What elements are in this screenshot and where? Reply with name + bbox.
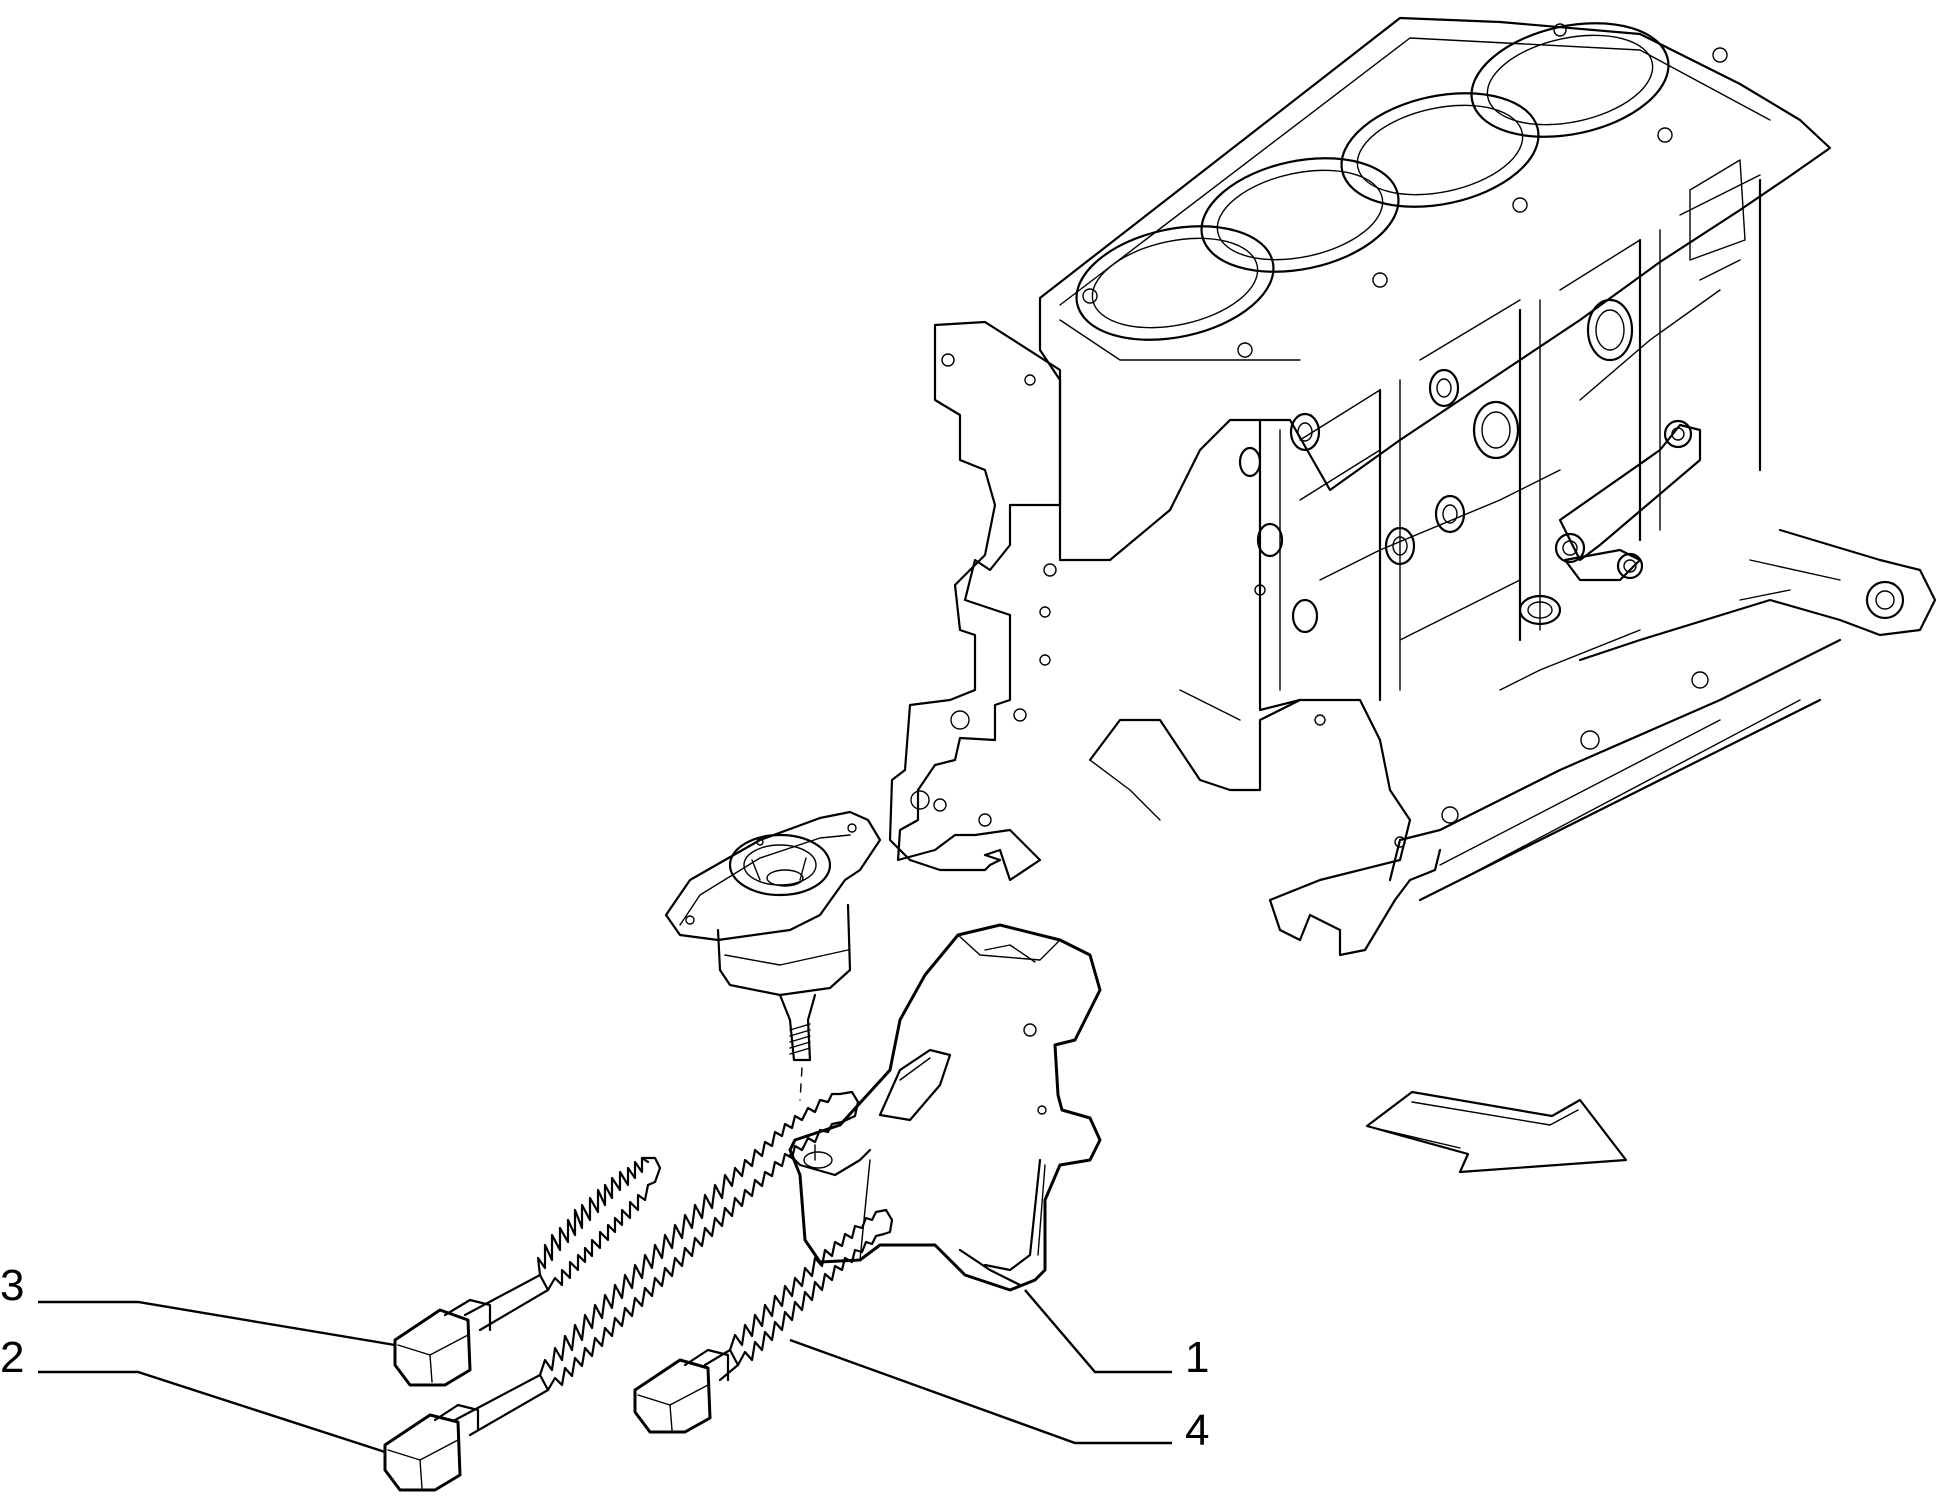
callout-3: 3 bbox=[0, 1261, 24, 1310]
callout-1: 1 bbox=[1185, 1333, 1209, 1382]
leader-lines bbox=[38, 1289, 1172, 1454]
part-4-bolt bbox=[633, 1208, 894, 1434]
part-1-mount-bracket bbox=[788, 923, 1102, 1292]
upper-mount-bushing bbox=[664, 810, 882, 1101]
callout-4: 4 bbox=[1185, 1406, 1209, 1455]
callout-labels: 3 2 1 4 bbox=[0, 1261, 1209, 1455]
part-3-bolt bbox=[393, 1156, 662, 1387]
part-2-bolt bbox=[383, 1090, 860, 1492]
arrow-right-icon bbox=[1365, 1090, 1628, 1174]
engine-block bbox=[888, 16, 1937, 957]
callout-2: 2 bbox=[0, 1333, 24, 1382]
